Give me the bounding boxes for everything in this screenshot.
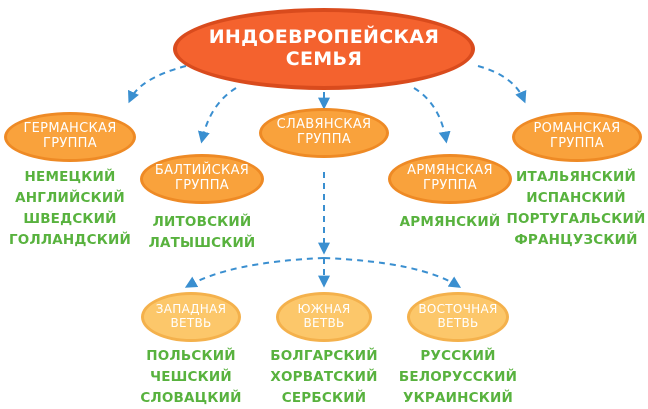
arrow-to-baltic [197,87,237,144]
language-item: УКРАИНСКИЙ [403,390,513,406]
armenian-languages-list: АРМЯНСКИЙ [388,212,512,233]
language-item: ПОЛЬСКИЙ [146,348,236,364]
language-item: ФРАНЦУЗСКИЙ [514,232,638,248]
language-item: ЧЕШСКИЙ [150,369,232,385]
indo-european-family-node: ИНДОЕВРОПЕЙСКАЯ СЕМЬЯ [173,8,475,90]
baltic-languages-list: ЛИТОВСКИЙ ЛАТЫШСКИЙ [140,212,264,254]
language-item: ЛАТЫШСКИЙ [148,235,256,251]
arrow-to-romance [477,65,527,104]
language-item: БЕЛОРУССКИЙ [398,369,518,385]
west-slavic-languages-list: ПОЛЬСКИЙ ЧЕШСКИЙ СЛОВАЦКИЙ [126,346,256,409]
west-slavic-branch-label: ЗАПАДНАЯ ВЕТВЬ [155,302,227,330]
east-slavic-languages-list: РУССКИЙ БЕЛОРУССКИЙ УКРАИНСКИЙ [393,346,523,409]
arrow-to-east-branch [323,257,462,288]
arrow-to-armenian [413,87,451,144]
germanic-languages-list: НЕМЕЦКИЙ АНГЛИЙСКИЙ ШВЕДСКИЙ ГОЛЛАНДСКИЙ [0,167,140,251]
language-item: ИТАЛЬЯНСКИЙ [516,169,636,185]
language-item: АРМЯНСКИЙ [399,214,501,230]
baltic-group-node: БАЛТИЙСКАЯ ГРУППА [140,154,264,204]
language-item: НЕМЕЦКИЙ [24,169,116,185]
south-slavic-languages-list: БОЛГАРСКИЙ ХОРВАТСКИЙ СЕРБСКИЙ [259,346,389,409]
language-item: БОЛГАРСКИЙ [270,348,378,364]
south-slavic-branch-label: ЮЖНАЯ ВЕТВЬ [297,302,351,330]
language-item: РУССКИЙ [420,348,496,364]
language-item: АНГЛИЙСКИЙ [15,190,125,206]
baltic-group-label: БАЛТИЙСКАЯ ГРУППА [154,163,250,193]
slavic-group-node: СЛАВЯНСКАЯ ГРУППА [259,108,389,158]
language-item: ШВЕДСКИЙ [23,211,117,227]
east-slavic-branch-label: ВОСТОЧНАЯ ВЕТВЬ [418,302,498,330]
romance-group-label: РОМАНСКАЯ ГРУППА [533,121,621,151]
indo-european-family-label: ИНДОЕВРОПЕЙСКАЯ СЕМЬЯ [208,26,440,70]
language-item: ИСПАНСКИЙ [526,190,626,206]
romance-languages-list: ИТАЛЬЯНСКИЙ ИСПАНСКИЙ ПОРТУГАЛЬСКИЙ ФРАН… [504,167,648,251]
slavic-group-label: СЛАВЯНСКАЯ ГРУППА [276,117,372,147]
language-item: ГОЛЛАНДСКИЙ [8,232,131,248]
east-slavic-branch-node: ВОСТОЧНАЯ ВЕТВЬ [407,292,509,342]
germanic-group-label: ГЕРМАНСКАЯ ГРУППА [23,121,117,151]
language-item: ПОРТУГАЛЬСКИЙ [506,211,646,227]
language-item: СЛОВАЦКИЙ [140,390,242,406]
germanic-group-node: ГЕРМАНСКАЯ ГРУППА [4,112,136,162]
south-slavic-branch-node: ЮЖНАЯ ВЕТВЬ [276,292,372,342]
arrow-to-germanic [128,65,187,104]
armenian-group-node: АРМЯНСКАЯ ГРУППА [388,154,512,204]
arrow-to-west-branch [184,257,325,288]
armenian-group-label: АРМЯНСКАЯ ГРУППА [407,163,493,193]
language-item: СЕРБСКИЙ [281,390,367,406]
language-item: ЛИТОВСКИЙ [152,214,252,230]
romance-group-node: РОМАНСКАЯ ГРУППА [512,112,642,162]
language-item: ХОРВАТСКИЙ [270,369,378,385]
west-slavic-branch-node: ЗАПАДНАЯ ВЕТВЬ [141,292,241,342]
